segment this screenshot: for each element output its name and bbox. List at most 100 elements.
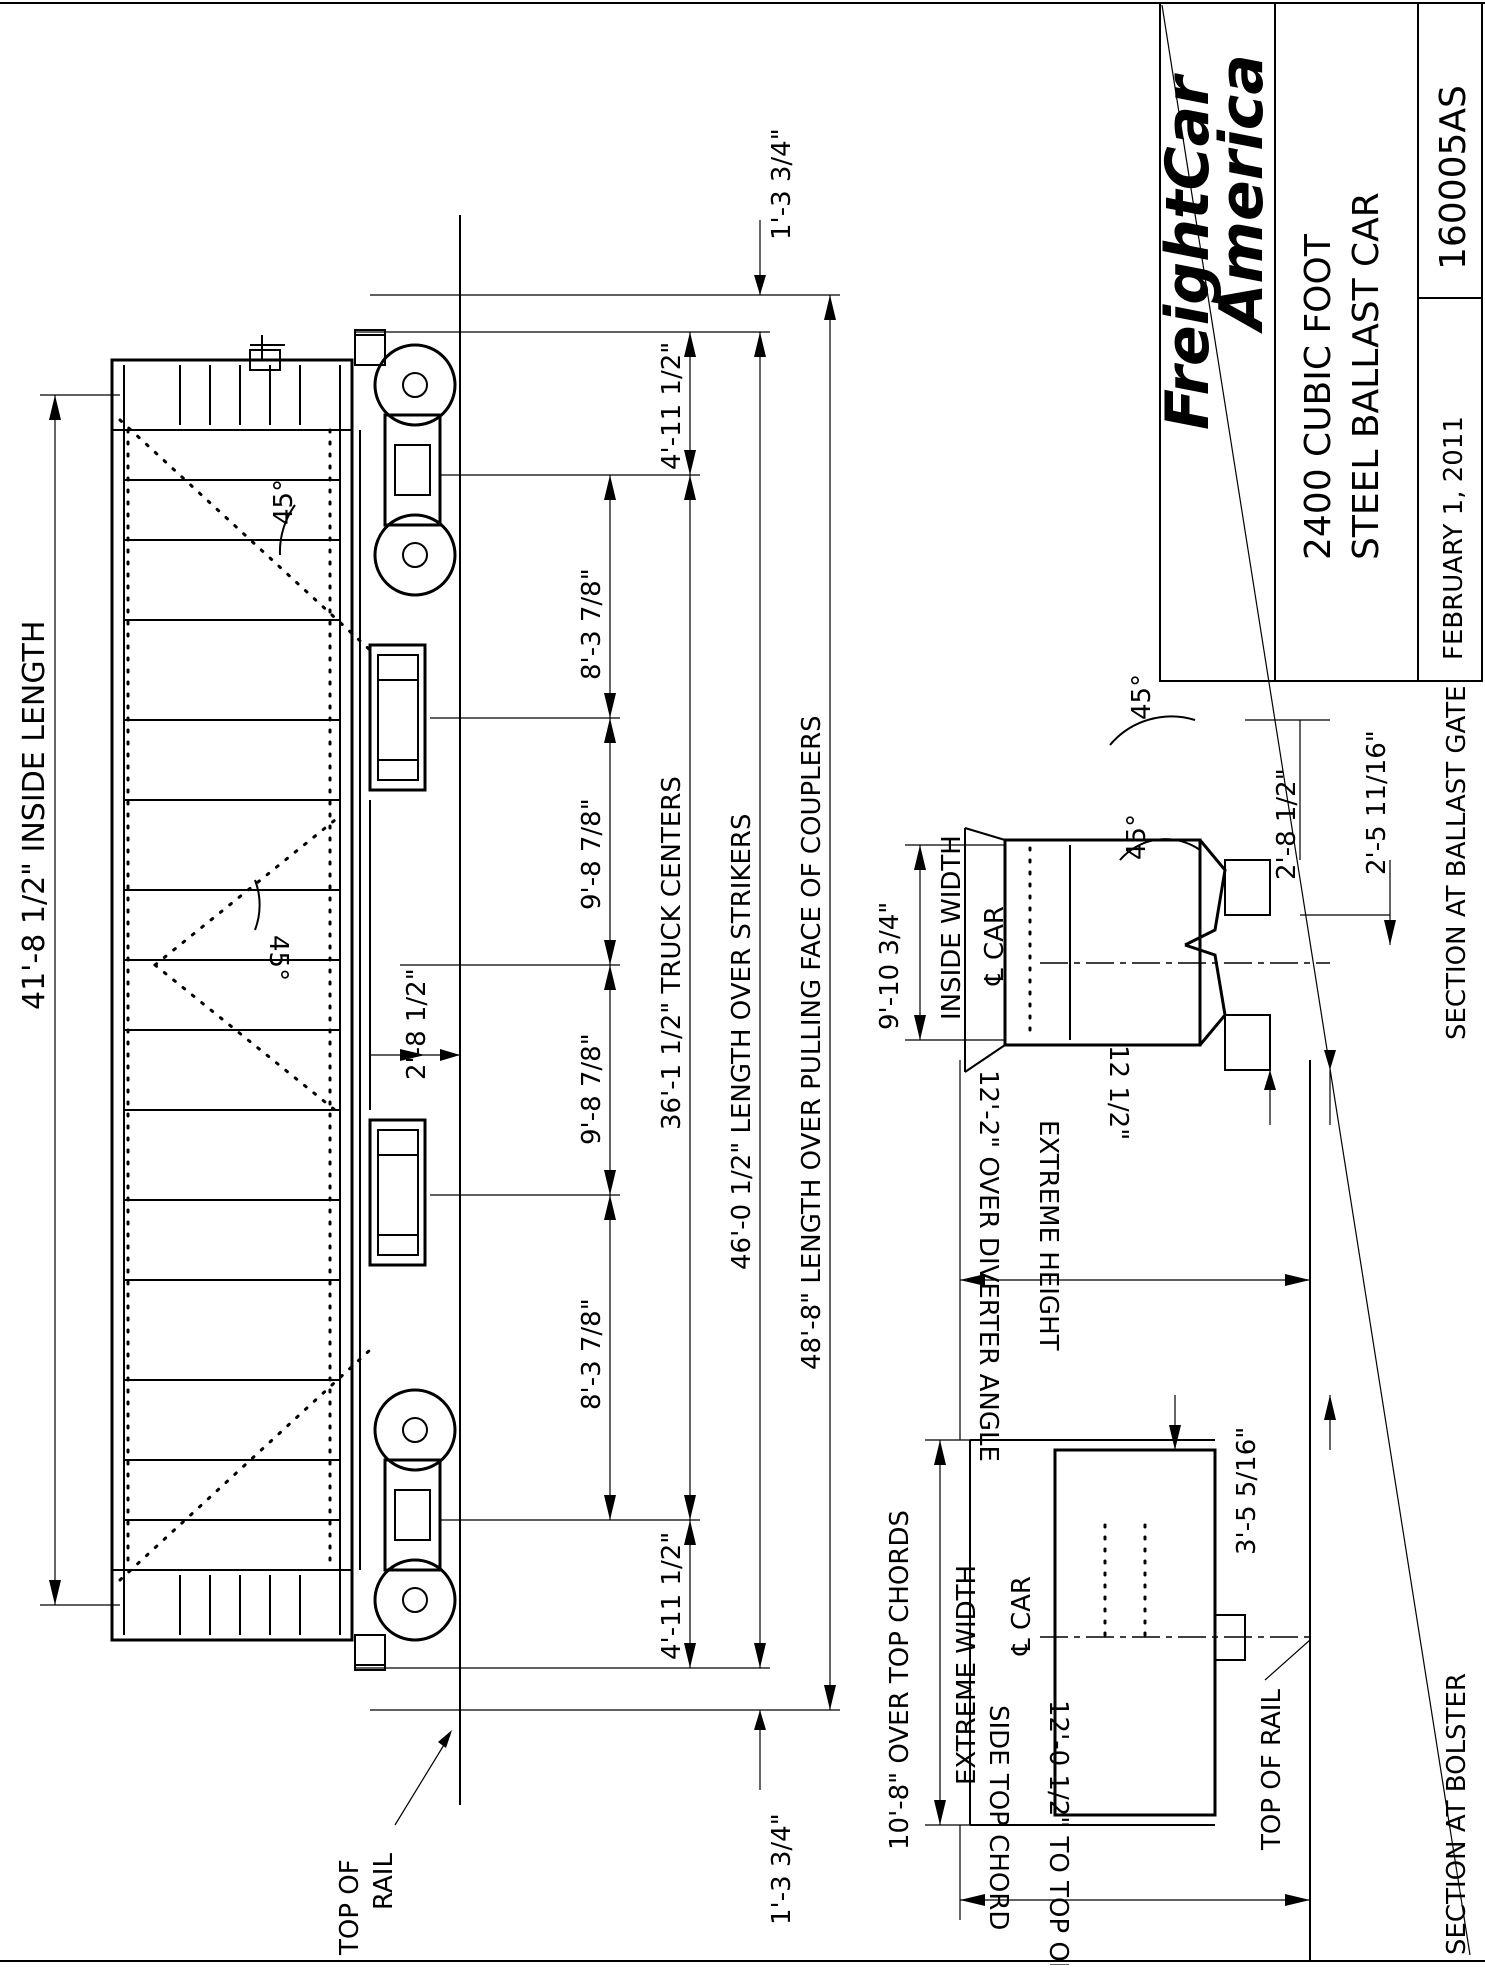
description-line2: STEEL BALLAST CAR (1346, 192, 1387, 560)
arrow-bg2 (1384, 920, 1396, 945)
arrow-bg3 (1264, 1070, 1276, 1090)
arrow-oh2 (754, 1710, 766, 1730)
seg-a1-dim: 8'-3 7/8" (577, 568, 607, 680)
bg-angle-2: 45° (1122, 814, 1152, 860)
seg-a2-dim: 8'-3 7/8" (577, 1298, 607, 1410)
truck-bottom (355, 1388, 457, 1666)
bg-bottom-dim: 12 1/2" (1103, 1045, 1133, 1140)
arrow-oh1 (754, 275, 766, 295)
bl-height-1: 12'-2" OVER DIVERTER ANGLE (973, 1070, 1003, 1462)
diagonal-brace-1 (118, 418, 372, 652)
drawing-number: 160005AS (1433, 85, 1474, 270)
diagonal-brace-4 (118, 1348, 372, 1582)
arrow-e3 (684, 1520, 696, 1545)
bg-section-title: SECTION AT BALLAST GATE (1442, 685, 1472, 1040)
arrow-lc1 (824, 295, 836, 320)
title-block: FreightCar America 2400 CUBIC FOOT STEEL… (1153, 2, 1483, 682)
bg-gate-2 (1224, 1014, 1271, 1071)
bl-chord-2: SIDE TOP CHORD (983, 1705, 1013, 1930)
bl-rail-leader (1264, 1639, 1311, 1681)
bl-width-label: EXTREME WIDTH (952, 1565, 982, 1785)
hand-brake-wheel (249, 335, 285, 371)
bl-chord-1: 12'-0 1/2" TO TOP OF (1043, 1700, 1073, 1965)
couplers-dim: 48'-8" LENGTH OVER PULLING FACE OF COUPL… (797, 715, 827, 1370)
angle-arc-2 (254, 879, 261, 931)
arrow-s3 (604, 718, 616, 743)
company-logo-line1: FreightCar (1153, 73, 1223, 430)
drawing-date: FEBRUARY 1, 2011 (1439, 416, 1469, 660)
top-of-rail-leader (394, 1734, 451, 1826)
diagonal-stroke (1161, 4, 1471, 1956)
company-logo-line2: America (1207, 54, 1277, 334)
bg-gate-dim-2: 2'-5 11/16" (1362, 730, 1392, 875)
top-of-rail-label-2: RAIL (369, 1853, 399, 1910)
arrow-blw2 (934, 1800, 946, 1825)
end-ladder-bottom (111, 1569, 353, 1641)
arrow-blw1 (934, 1440, 946, 1465)
bg-slope-1 (1184, 839, 1227, 947)
arrow-s1 (604, 475, 616, 500)
arrow-blh2 (1285, 1274, 1310, 1286)
arrow-bg4 (1324, 1050, 1336, 1070)
description-line1: 2400 CUBIC FOOT (1298, 233, 1339, 560)
seg-b1-dim: 9'-8 7/8" (577, 798, 607, 910)
diagonal-brace-2 (153, 818, 337, 967)
bg-gate-1 (1224, 859, 1271, 916)
overhang-top-dim: 1'-3 3/4" (767, 128, 797, 240)
bl-width-value: 10'-8" OVER TOP CHORDS (885, 1510, 915, 1850)
arrow-gh2 (440, 1049, 460, 1061)
overhang-bottom-dim: 1'-3 3/4" (767, 1813, 797, 1925)
arrow-blb1 (1169, 1425, 1181, 1450)
arrow-ls1 (754, 332, 766, 357)
top-of-rail-label-1: TOP OF (335, 1859, 365, 1956)
bg-top-chord-end1 (964, 827, 1006, 841)
bg-inside-width-label: INSIDE WIDTH (937, 835, 967, 1020)
title-block-frame (1159, 2, 1483, 682)
arrow-blb2 (1324, 1395, 1336, 1420)
arrow-ls2 (754, 1643, 766, 1668)
arrow-s8 (604, 1495, 616, 1520)
arrow-s2 (604, 693, 616, 718)
arrow-blc1 (960, 1894, 985, 1906)
arrow-il-2 (49, 1580, 61, 1605)
end-seg-top-dim: 4'-11 1/2" (657, 342, 687, 470)
arrow-s6 (604, 1170, 616, 1195)
arrow-lc2 (824, 1685, 836, 1710)
arrow-blc2 (1285, 1894, 1310, 1906)
end-seg-bottom-dim: 4'-11 1/2" (657, 1532, 687, 1660)
bg-angle-1: 45° (1127, 674, 1157, 720)
bg-gate-dim-1: 2'-8 1/2" (1272, 768, 1302, 880)
truck-top (355, 334, 457, 597)
side-stakes (124, 479, 340, 1521)
strikers-dim: 46'-0 1/2" LENGTH OVER STRIKERS (727, 814, 757, 1271)
bg-arc-1 (1109, 715, 1196, 746)
coupler-bottom (354, 1634, 386, 1671)
arrow-s4 (604, 940, 616, 965)
bl-height-2: EXTREME HEIGHT (1033, 1120, 1063, 1351)
bl-rail-label: TOP OF RAIL (1257, 1689, 1287, 1851)
arrow-bgiw2 (914, 1015, 926, 1040)
gate-height-dim: 2'-8 1/2" (402, 968, 432, 1080)
side-elevation: 45° 45° (17, 128, 840, 1956)
car-body (110, 358, 354, 1642)
arrow-s7 (604, 1195, 616, 1220)
bl-centerline-label: ℄ CAR (1007, 1576, 1037, 1656)
ballast-gate-1 (368, 643, 427, 792)
bl-body (1053, 1448, 1217, 1817)
angle-arc-1 (278, 504, 296, 556)
bg-top-chord-end2 (964, 1044, 1006, 1073)
seg-b2-dim: 9'-8 7/8" (577, 1033, 607, 1145)
side-angle-2: 45° (263, 935, 293, 981)
arrow-s5 (604, 965, 616, 990)
arrow-il-1 (49, 395, 61, 420)
bg-body (1003, 838, 1202, 1047)
top-of-rail-arrow (438, 1730, 452, 1748)
arrow-e4 (684, 1643, 696, 1668)
truck-centers-dim: 36'-1 1/2" TRUCK CENTERS (657, 776, 687, 1130)
bg-arc-2 (1119, 838, 1201, 861)
coupler-top (354, 329, 386, 366)
arrow-gh1 (400, 1049, 425, 1061)
section-ballast-gate: ℄ CAR 9'-10 3/4" INSIDE WIDTH 45° 45° 2'… (875, 674, 1472, 1140)
